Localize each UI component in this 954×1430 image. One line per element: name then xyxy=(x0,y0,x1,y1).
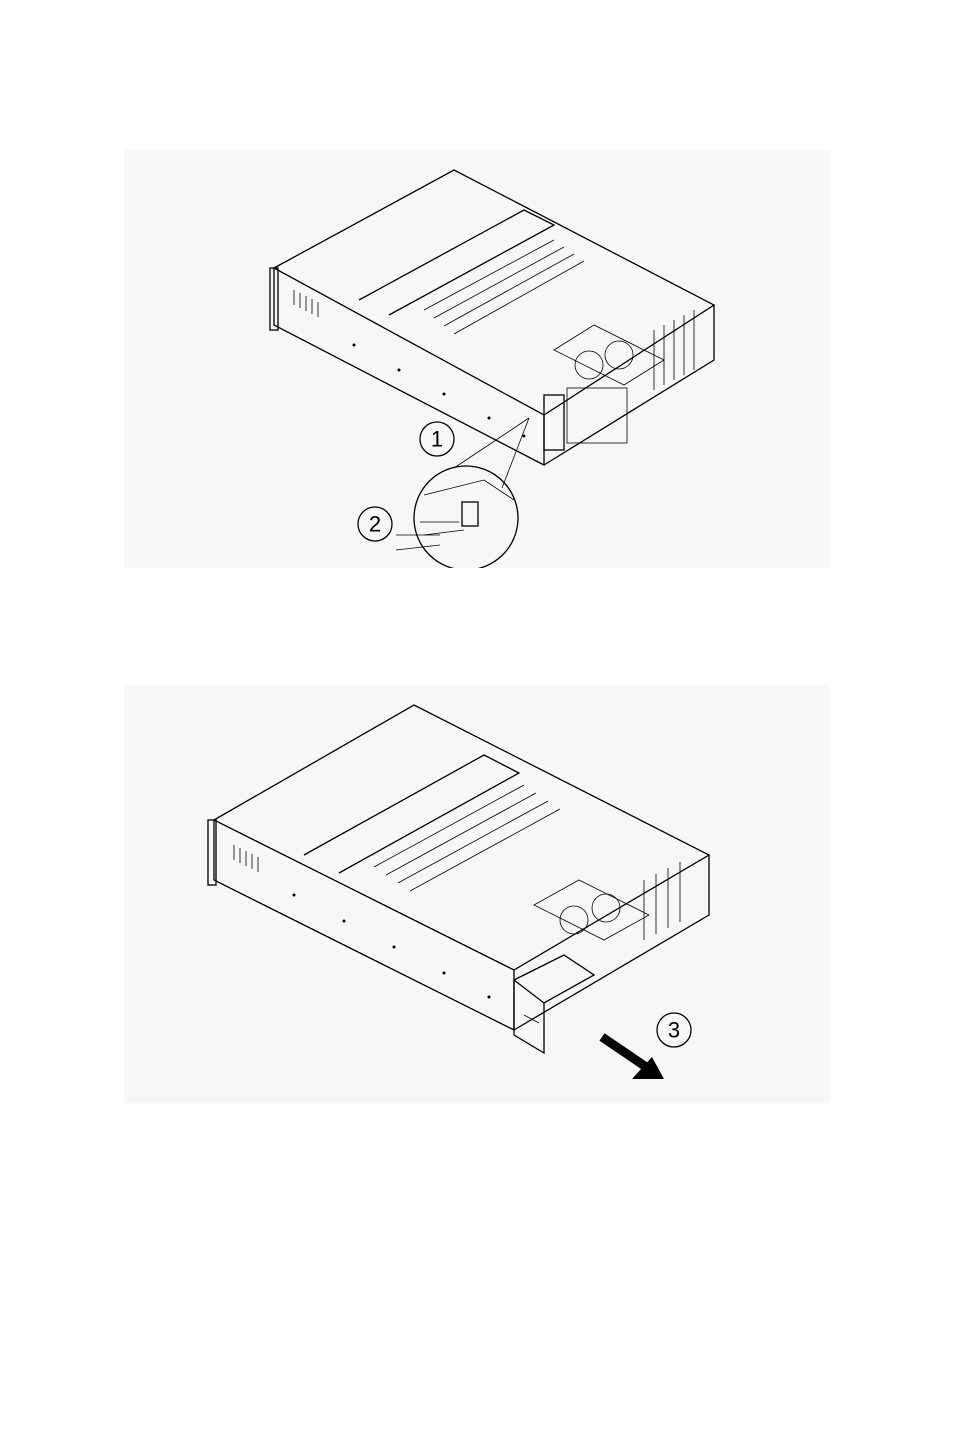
callout-2: 2 xyxy=(358,507,392,541)
callout-1: 1 xyxy=(420,422,454,456)
figure-power-supply-release: 1 2 xyxy=(124,150,830,568)
chassis-illustration-2: 3 xyxy=(124,685,830,1103)
callout-3: 3 xyxy=(657,1013,691,1047)
chassis-illustration-1: 1 2 xyxy=(124,150,830,568)
pull-direction-arrow xyxy=(602,1037,664,1079)
figure-power-supply-removal: 3 xyxy=(124,685,830,1103)
callout-1-label: 1 xyxy=(431,427,443,452)
callout-2-label: 2 xyxy=(369,512,381,537)
chassis-body xyxy=(270,170,714,465)
chassis-body xyxy=(208,705,709,1030)
power-supply-module xyxy=(514,955,594,1053)
callout-3-label: 3 xyxy=(668,1018,680,1043)
